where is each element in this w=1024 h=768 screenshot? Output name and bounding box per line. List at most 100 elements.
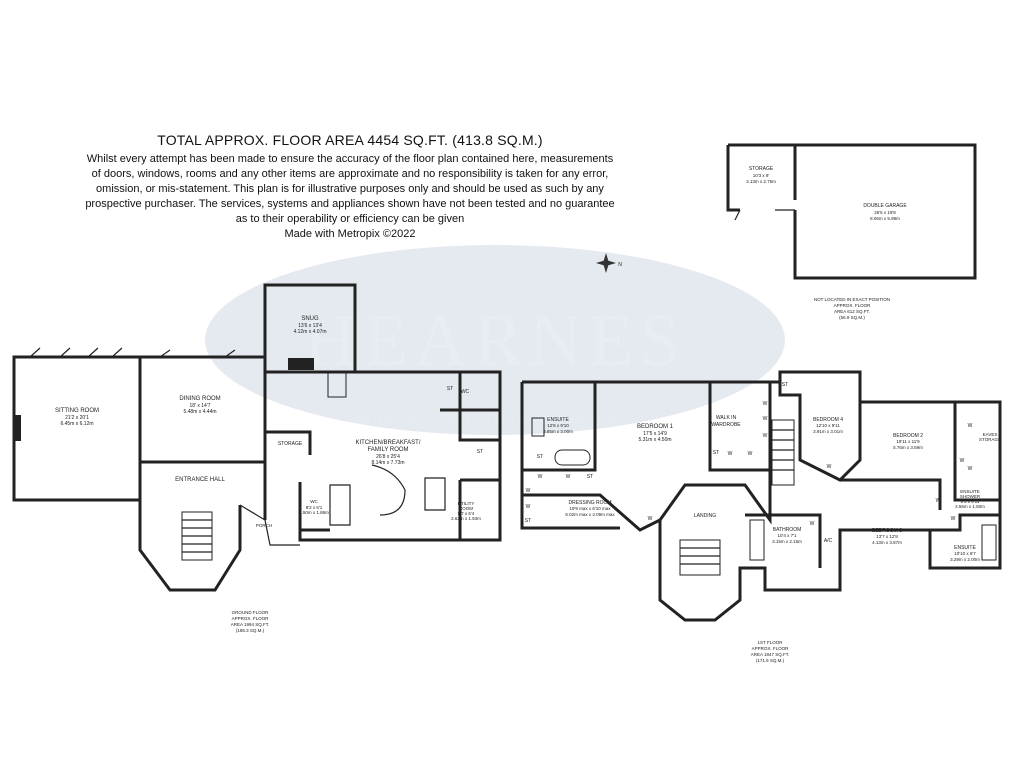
garage-note: AREA 612 SQ.FT. [834, 309, 870, 314]
wardrobe-marker: W [810, 521, 815, 527]
ensuite3-imperial: 10'10 x 6'7 [954, 551, 976, 556]
first-floor-note: AREA 1847 SQ.FT. [751, 652, 790, 657]
double-garage-imperial: 26'5 x 19'8 [874, 210, 896, 215]
storage-label: STORAGE [278, 441, 303, 447]
eaves-label: STORAGE [979, 437, 1001, 442]
garage-note: (56.9 SQ.M.) [839, 315, 865, 320]
dressing-room-label: DRESSING ROOM [568, 500, 611, 506]
st-label: ST [587, 474, 593, 480]
garage-note: APPROX. FLOOR [834, 303, 872, 308]
kitchen-label: FAMILY ROOM [367, 447, 408, 453]
first-floor-plan: ST ST ST ST ST W W W W W W W W W W W W W… [520, 370, 1002, 663]
st-label: ST [525, 518, 531, 524]
bedroom1-label: BEDROOM 1 [637, 424, 674, 430]
wardrobe-marker: W [763, 433, 768, 439]
watermark: HEARNES WHERE YOU LIVE IS IMPORTANT [205, 245, 785, 435]
garage-plan: STORAGE 10'3 x 9' 3.13m x 2.75m DOUBLE G… [726, 143, 977, 320]
ensuite1-imperial: 12'8 x 9'10 [547, 423, 569, 428]
wardrobe-marker: W [968, 466, 973, 472]
bedroom4-imperial: 12'10 x 9'11 [816, 423, 840, 428]
st-label: ST [713, 450, 719, 456]
double-garage-label: DOUBLE GARAGE [863, 203, 907, 209]
entrance-hall-label: ENTRANCE HALL [175, 477, 225, 483]
wardrobe-marker: W [763, 416, 768, 422]
bedroom2-metric: 5.76m x 3.59m [893, 445, 923, 450]
garage-storage-metric: 3.13m x 2.75m [746, 179, 776, 184]
wardrobe-marker: W [566, 474, 571, 480]
bathroom-label: BATHROOM [773, 527, 802, 533]
wardrobe-marker: W [968, 423, 973, 429]
porch-label: PORCH [256, 523, 272, 528]
st-label: ST [447, 386, 453, 392]
utility-label: UTILITY [458, 501, 475, 506]
snug-imperial: 13'6 x 13'4 [298, 323, 322, 329]
bedroom3-imperial: 13'7 x 12'8 [876, 534, 898, 539]
wardrobe-marker: W [748, 451, 753, 457]
bedroom4-metric: 3.91m x 3.01m [813, 429, 843, 434]
wardrobe-marker: W [960, 458, 965, 464]
disclaimer-line: of doors, windows, rooms and any other i… [91, 168, 609, 180]
kitchen-label: KITCHEN/BREAKFAST/ [355, 440, 420, 446]
first-floor-note: 1ST FLOOR [758, 640, 784, 645]
ground-floor-note: AREA 1994 SQ.FT. [231, 622, 270, 627]
wardrobe-marker: W [538, 474, 543, 480]
wardrobe-marker: W [526, 488, 531, 494]
garage-storage-label: STORAGE [749, 166, 774, 172]
wardrobe-marker: W [648, 516, 653, 522]
dressing-room-metric: 6.02m max x 2.09m max [565, 512, 615, 517]
disclaimer-line: Whilst every attempt has been made to en… [86, 153, 614, 165]
kitchen-imperial: 26'8 x 25'4 [376, 454, 400, 460]
compass-icon: N [596, 253, 622, 273]
wardrobe-marker: W [728, 451, 733, 457]
ground-floor-plan: SITTING ROOM 21'2 x 20'1 6.45m x 6.12m D… [12, 283, 502, 633]
bathroom-imperial: 10'4 x 7'1 [778, 533, 797, 538]
watermark-ellipse [205, 245, 785, 435]
utility-label: ROOM [459, 506, 473, 511]
ensuite1-metric: 3.85m x 3.00m [543, 429, 573, 434]
total-floor-area: TOTAL APPROX. FLOOR AREA 4454 SQ.FT. (41… [157, 132, 543, 148]
walk-in-label: WARDROBE [711, 422, 741, 428]
bedroom4-label: BEDROOM 4 [813, 417, 843, 423]
sitting-room-label: SITTING ROOM [55, 408, 99, 414]
first-floor-note: (171.6 SQ.M.) [756, 658, 785, 663]
bedroom2-imperial: 18'11 x 11'9 [896, 439, 920, 444]
garage-storage-imperial: 10'3 x 9' [753, 173, 770, 178]
garage-note: NOT LOCATED IN EXACT POSITION [814, 297, 890, 302]
wardrobe-marker: W [951, 516, 956, 522]
bedroom3-label: BEDROOM 3 [872, 528, 902, 534]
st-label: ST [782, 382, 788, 388]
wardrobe-marker: W [827, 464, 832, 470]
dining-room-label: DINING ROOM [179, 396, 220, 402]
ensuite2-imperial: 8'5 x 4'11 [961, 499, 980, 504]
first-floor-note: APPROX. FLOOR [752, 646, 790, 651]
wc-label: WC [461, 389, 470, 395]
ensuite3-label: ENSUITE [954, 545, 976, 551]
st-label: ST [477, 449, 483, 455]
watermark-brand: HEARNES [303, 300, 686, 382]
bedroom3-metric: 4.13m x 3.87m [872, 540, 902, 545]
watermark-tagline: WHERE YOU LIVE IS IMPORTANT [359, 411, 631, 425]
utility-imperial: 8'7 x 6'4 [458, 511, 475, 516]
landing-label: LANDING [694, 513, 716, 519]
bedroom1-imperial: 17'5 x 14'9 [643, 431, 667, 437]
wardrobe-marker: W [526, 504, 531, 510]
sitting-room-imperial: 21'2 x 20'1 [65, 415, 89, 421]
disclaimer-line: omission, or mis-statement. This plan is… [96, 183, 604, 195]
utility-metric: 2.62m x 1.93m [451, 516, 481, 521]
walk-in-label: WALK IN [716, 415, 737, 421]
disclaimer: Whilst every attempt has been made to en… [40, 152, 660, 242]
ensuite1-label: ENSUITE [547, 417, 569, 423]
snug-metric: 4.12m x 4.07m [293, 329, 326, 335]
ground-floor-note: APPROX. FLOOR [232, 616, 270, 621]
eaves-label: EAVES [983, 432, 998, 437]
wc-small-label: WC [310, 499, 318, 504]
sitting-room-metric: 6.45m x 6.12m [60, 421, 93, 427]
ensuite2-label: SHOWER [960, 494, 981, 499]
dressing-room-imperial: 19'9 max x 6'10 max [570, 506, 612, 511]
kitchen-metric: 8.14m x 7.73m [371, 460, 404, 466]
wardrobe-marker: W [936, 498, 941, 504]
header: TOTAL APPROX. FLOOR AREA 4454 SQ.FT. (41… [40, 132, 660, 242]
ac-label: A/C [824, 538, 833, 544]
st-label: ST [537, 454, 543, 460]
ground-floor-note: (185.3 SQ.M.) [236, 628, 265, 633]
